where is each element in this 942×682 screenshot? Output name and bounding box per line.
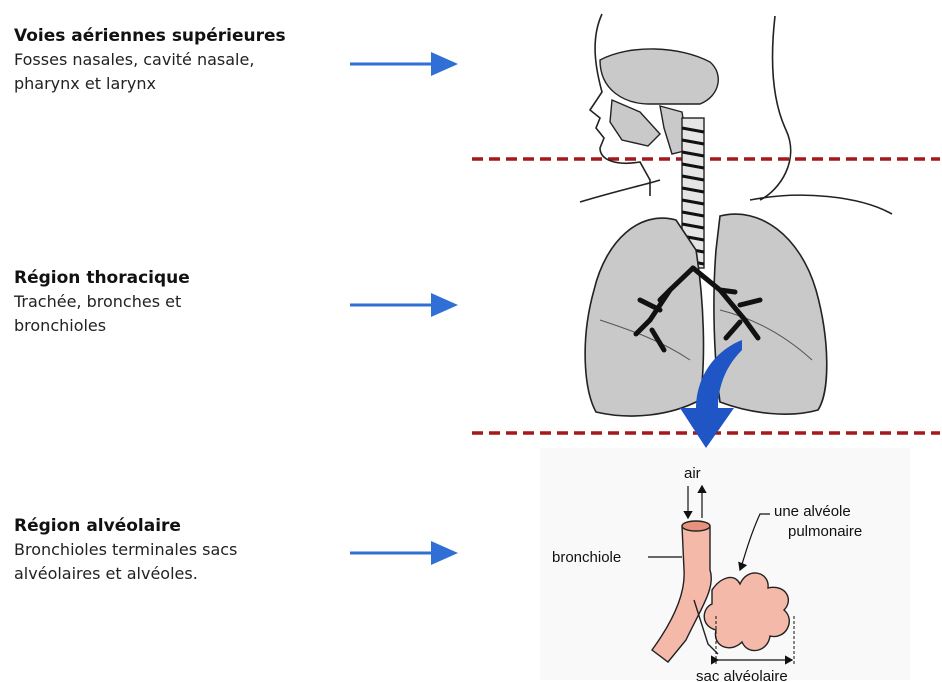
label-bronchiole: bronchiole: [552, 549, 621, 566]
label-air: air: [684, 465, 701, 482]
label-sac: sac alvéolaire: [696, 668, 788, 682]
left-lung: [585, 218, 703, 416]
label-alveole-1: une alvéole: [774, 503, 851, 520]
label-alveole-2: pulmonaire: [788, 523, 862, 540]
right-lung: [714, 214, 827, 414]
